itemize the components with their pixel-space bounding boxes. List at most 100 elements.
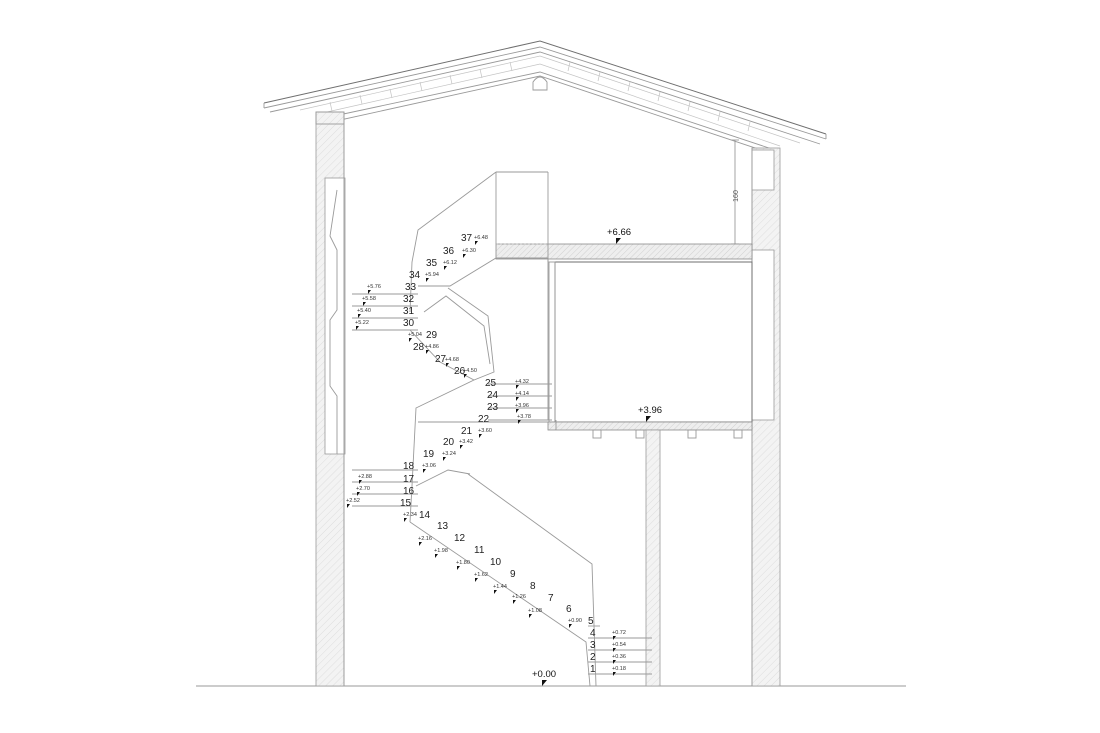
elevation-marker — [435, 554, 438, 558]
step-elevation: +6.12 — [443, 260, 457, 266]
step-number: 6 — [566, 604, 572, 615]
elevation-marker — [569, 624, 572, 628]
elevation-marker — [426, 350, 429, 354]
elevation-marker — [613, 660, 616, 664]
step-elevation: +5.04 — [408, 332, 422, 338]
step-elevation: +2.16 — [418, 536, 432, 542]
step-elevation: +2.34 — [403, 512, 417, 518]
level-label-ground: +0.00 — [532, 669, 556, 680]
elevation-marker — [363, 302, 366, 306]
step-elevation: +4.68 — [445, 357, 459, 363]
step-number: 3 — [590, 640, 596, 651]
step-elevation: +1.98 — [434, 548, 448, 554]
elevation-marker — [529, 614, 532, 618]
step-number: 22 — [478, 414, 490, 425]
step-elevation: +6.30 — [462, 248, 476, 254]
step-elevation: +4.50 — [463, 368, 477, 374]
step-elevation: +0.36 — [612, 654, 626, 660]
elevation-marker — [356, 326, 359, 330]
elevation-marker — [613, 648, 616, 652]
step-number: 33 — [405, 282, 417, 293]
step-number: 4 — [590, 628, 596, 639]
elevation-marker — [460, 445, 463, 449]
step-elevation: +4.14 — [515, 391, 529, 397]
step-number: 9 — [510, 569, 516, 580]
step-elevation: +5.76 — [367, 284, 381, 290]
step-elevation: +5.40 — [357, 308, 371, 314]
step-number: 8 — [530, 581, 536, 592]
step-number: 37 — [461, 233, 473, 244]
step-number: 5 — [588, 616, 594, 627]
step-number: 27 — [435, 354, 447, 365]
step-elevation: +3.78 — [517, 414, 531, 420]
step-number: 2 — [590, 652, 596, 663]
step-number: 26 — [454, 366, 466, 377]
elevation-marker — [475, 578, 478, 582]
step-number: 15 — [400, 498, 412, 509]
step-elevation: +1.44 — [493, 584, 507, 590]
step-number: 32 — [403, 294, 415, 305]
elevation-marker — [463, 254, 466, 258]
elevation-marker — [357, 492, 360, 496]
elevation-marker — [518, 420, 521, 424]
elevation-marker — [613, 672, 616, 676]
left-wall — [315, 111, 346, 687]
dimension-label: 160 — [733, 190, 740, 202]
step-elevation: +1.26 — [512, 594, 526, 600]
elevation-marker — [404, 518, 407, 522]
step-number: 35 — [426, 258, 438, 269]
step-elevation: +4.86 — [425, 344, 439, 350]
elevation-marker — [359, 480, 362, 484]
elevation-marker — [516, 385, 519, 389]
elevation-marker — [475, 241, 478, 245]
step-number: 31 — [403, 306, 415, 317]
elevation-marker — [347, 504, 350, 508]
step-number: 28 — [413, 342, 425, 353]
step-elevation: +1.08 — [528, 608, 542, 614]
step-number: 21 — [461, 426, 473, 437]
step-labels: 1+0.182+0.363+0.544+0.7256+0.907+1.088+1… — [346, 233, 626, 676]
step-elevation: +0.90 — [568, 618, 582, 624]
elevation-marker — [443, 457, 446, 461]
level-label-loft: +6.66 — [607, 227, 631, 238]
step-elevation: +5.58 — [362, 296, 376, 302]
step-number: 1 — [590, 664, 596, 675]
elevation-marker — [516, 397, 519, 401]
elevation-marker — [457, 566, 460, 570]
elevation-marker — [494, 590, 497, 594]
height-dimension: 160 — [731, 139, 740, 245]
step-number: 11 — [474, 545, 485, 556]
elevation-marker — [423, 469, 426, 473]
stair-outline — [409, 171, 597, 687]
step-number: 18 — [403, 461, 415, 472]
step-number: 13 — [437, 521, 449, 532]
elevation-marker — [446, 363, 449, 367]
elevation-marker — [613, 636, 616, 640]
elevation-marker — [479, 434, 482, 438]
elevation-marker — [409, 338, 412, 342]
step-elevation: +5.22 — [355, 320, 369, 326]
level-first: +3.96 — [638, 405, 662, 422]
step-elevation: +1.62 — [474, 572, 488, 578]
level-loft: +6.66 — [607, 227, 631, 244]
step-elevation: +3.42 — [459, 439, 473, 445]
elevation-marker — [426, 278, 429, 282]
stair-treads — [352, 293, 652, 675]
step-number: 7 — [548, 593, 554, 604]
step-elevation: +5.94 — [425, 272, 439, 278]
step-number: 16 — [403, 486, 415, 497]
step-elevation: +2.88 — [358, 474, 372, 480]
step-elevation: +4.32 — [515, 379, 529, 385]
step-number: 20 — [443, 437, 455, 448]
step-elevation: +1.80 — [456, 560, 470, 566]
elevation-marker — [419, 542, 422, 546]
step-number: 30 — [403, 318, 415, 329]
step-number: 10 — [490, 557, 502, 568]
step-number: 14 — [419, 510, 431, 521]
step-number: 36 — [443, 246, 455, 257]
step-elevation: +2.70 — [356, 486, 370, 492]
elevation-marker — [358, 314, 361, 318]
right-wall — [751, 147, 781, 687]
step-elevation: +0.72 — [612, 630, 626, 636]
